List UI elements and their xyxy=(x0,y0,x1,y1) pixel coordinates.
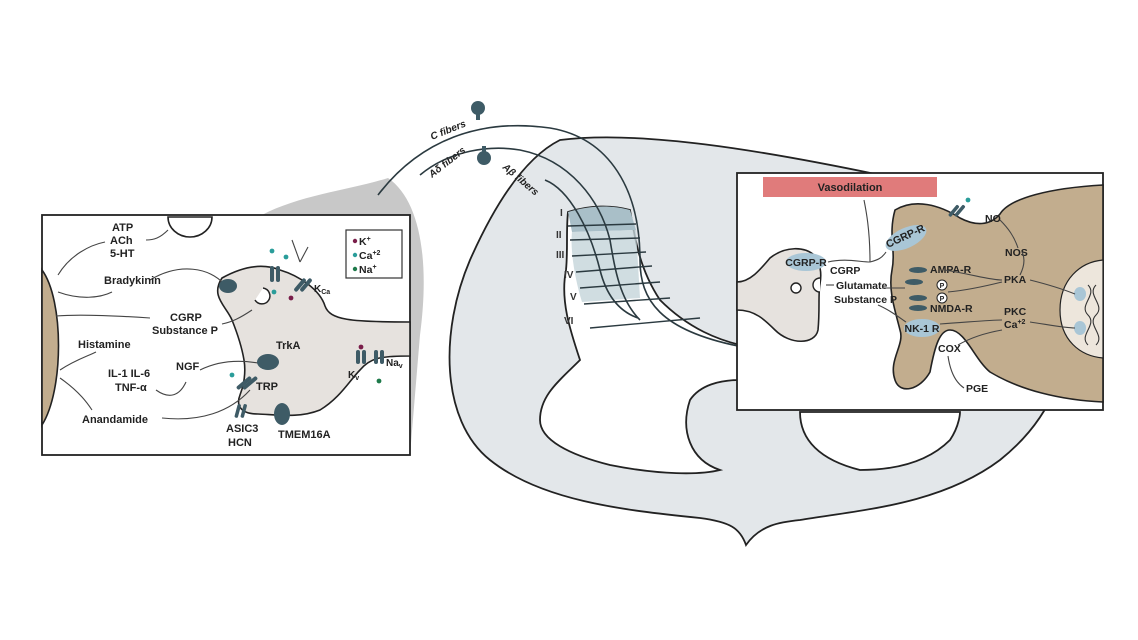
nucleus xyxy=(1059,259,1104,359)
cgrp-receptor-pre xyxy=(786,253,826,271)
zoom-cone-peripheral xyxy=(262,178,424,455)
substance-p-central-label: Substance P xyxy=(834,294,897,306)
interleukins-label: IL-1 IL-6 xyxy=(108,368,150,380)
cgrp-label: CGRP xyxy=(170,312,202,324)
ca-label: Ca+2 xyxy=(1004,319,1026,331)
dna-icon xyxy=(1074,284,1100,346)
mediator-labels: ATP ACh 5-HT Bradykinin CGRP Substance P… xyxy=(78,222,218,426)
histamine-label: Histamine xyxy=(78,339,131,351)
kv-channel xyxy=(356,344,366,364)
kv-label: Kv xyxy=(348,370,359,382)
nos-label: NOS xyxy=(1005,247,1028,259)
ngf-label: NGF xyxy=(176,361,200,373)
tnf-label: TNF-α xyxy=(115,382,147,394)
lamina-V: V xyxy=(570,292,577,303)
cgrp-transmitter-label: CGRP xyxy=(830,265,860,277)
anandamide-label: Anandamide xyxy=(82,414,148,426)
no-label: NO xyxy=(985,213,1001,225)
kca-channel xyxy=(288,278,312,301)
afferent-fibers xyxy=(377,124,739,347)
mast-cell xyxy=(167,216,213,238)
na-ion-dot xyxy=(352,266,358,272)
lamina-VI: VI xyxy=(564,316,574,327)
bradykinin-receptor xyxy=(219,279,237,293)
grey-matter-right xyxy=(799,411,961,471)
cgrp-receptor-post xyxy=(885,225,927,251)
5ht-label: 5-HT xyxy=(110,248,135,260)
trp-label: TRP xyxy=(256,381,278,393)
asic3-label: ASIC3 xyxy=(226,423,258,435)
kca-label: KCa xyxy=(314,284,330,296)
glutamate-receptors xyxy=(905,267,927,311)
a-fiber-stem xyxy=(482,146,486,158)
laminae-labels: I II III IV V VI xyxy=(556,208,577,327)
postsynaptic-channel xyxy=(948,197,971,217)
synaptic-vesicle xyxy=(790,282,802,294)
vasodilation-label: Vasodilation xyxy=(818,182,883,194)
glutamate-label: Glutamate xyxy=(836,280,888,292)
tmem16a-channel xyxy=(274,403,290,425)
a-delta-fibers-label: Aδ fibers xyxy=(426,145,468,181)
svg-text:K+: K+ xyxy=(359,236,371,248)
svg-text:P: P xyxy=(940,283,945,290)
dorsal-root-ganglion-cells xyxy=(471,101,491,165)
svg-text:Na+: Na+ xyxy=(359,264,377,276)
substance-p-label: Substance P xyxy=(152,325,218,337)
nav-channel xyxy=(374,350,384,384)
mediator-arrows xyxy=(55,229,309,420)
cox-label: COX xyxy=(938,343,961,355)
hcn-label: HCN xyxy=(228,437,252,449)
peripheral-panel: K+ Ca+2 Na+ ATP ACh 5-HT xyxy=(41,214,411,456)
lamina-III: III xyxy=(556,250,565,261)
nav-label: Nav xyxy=(386,358,403,370)
dorsal-horn-shade-2 xyxy=(571,230,640,302)
vesicle-pore xyxy=(254,287,271,305)
c-fiber-stem xyxy=(476,108,480,120)
atp-label: ATP xyxy=(112,222,133,234)
trka-label: TrkA xyxy=(276,340,301,352)
svg-text:P: P xyxy=(940,296,945,303)
pge-label: PGE xyxy=(966,383,988,395)
pkc-label: PKC xyxy=(1004,306,1027,318)
asic3-hcn-channel xyxy=(234,404,247,418)
central-panel: Vasodilation CGRP-R CGRP-R AMPA-R NMDA-R xyxy=(736,172,1104,411)
calcium-channel xyxy=(269,248,289,295)
trka-receptor xyxy=(257,354,279,370)
bradykinin-label: Bradykinin xyxy=(104,275,161,287)
trp-channel xyxy=(229,372,258,390)
phosphorylation-sites: P P xyxy=(936,279,948,304)
legend-ca: Ca+2 xyxy=(352,250,381,262)
dorsal-horn-shade xyxy=(568,206,636,232)
svg-text:Ca+2: Ca+2 xyxy=(359,250,381,262)
cgrp-r-pre-label: CGRP-R xyxy=(785,257,827,269)
vasodilation-banner xyxy=(763,177,937,197)
ach-label: ACh xyxy=(110,235,133,247)
legend-na: Na+ xyxy=(352,264,377,276)
tmem16a-label: TMEM16A xyxy=(278,429,331,441)
release-site xyxy=(812,277,821,293)
legend-k: K+ xyxy=(352,236,371,248)
tissue-cell xyxy=(41,267,60,428)
lamina-IV: IV xyxy=(564,270,574,281)
nmda-r-label: NMDA-R xyxy=(930,303,973,315)
k-ion-dot xyxy=(352,238,358,244)
signaling-arrows xyxy=(826,199,1076,389)
pka-label: PKA xyxy=(1004,274,1027,286)
ca-ion-dot xyxy=(352,252,358,258)
lamina-II: II xyxy=(556,230,562,241)
nk1-r-label: NK-1 R xyxy=(904,323,939,335)
lamina-I: I xyxy=(560,208,563,219)
nk1-receptor xyxy=(904,319,940,337)
